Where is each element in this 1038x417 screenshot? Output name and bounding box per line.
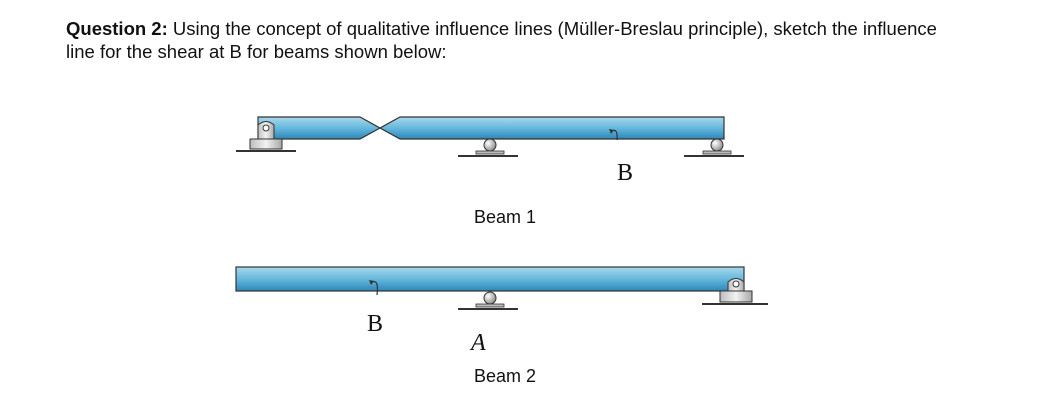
point-a-label: A — [469, 330, 486, 356]
roller-support — [458, 291, 518, 310]
beam-1: B Beam 1 — [236, 116, 744, 227]
roller-support — [458, 138, 518, 157]
question-number: Question 2: — [66, 18, 168, 39]
beam-2-body — [235, 266, 745, 292]
point-b-label: B — [617, 160, 633, 186]
beam-1-right-segment — [378, 116, 725, 140]
point-b-label: B — [367, 311, 383, 337]
pin-support — [236, 121, 296, 152]
beam-2-caption: Beam 2 — [474, 366, 536, 386]
question-body: Using the concept of qualitative influen… — [66, 18, 937, 62]
beam-1-left-segment — [257, 116, 382, 140]
beam-2: B A Beam 2 — [235, 266, 768, 386]
question-text: Question 2: Using the concept of qualita… — [66, 17, 966, 63]
pin-support — [702, 278, 768, 305]
roller-support — [684, 138, 744, 157]
beam-1-caption: Beam 1 — [474, 207, 536, 227]
